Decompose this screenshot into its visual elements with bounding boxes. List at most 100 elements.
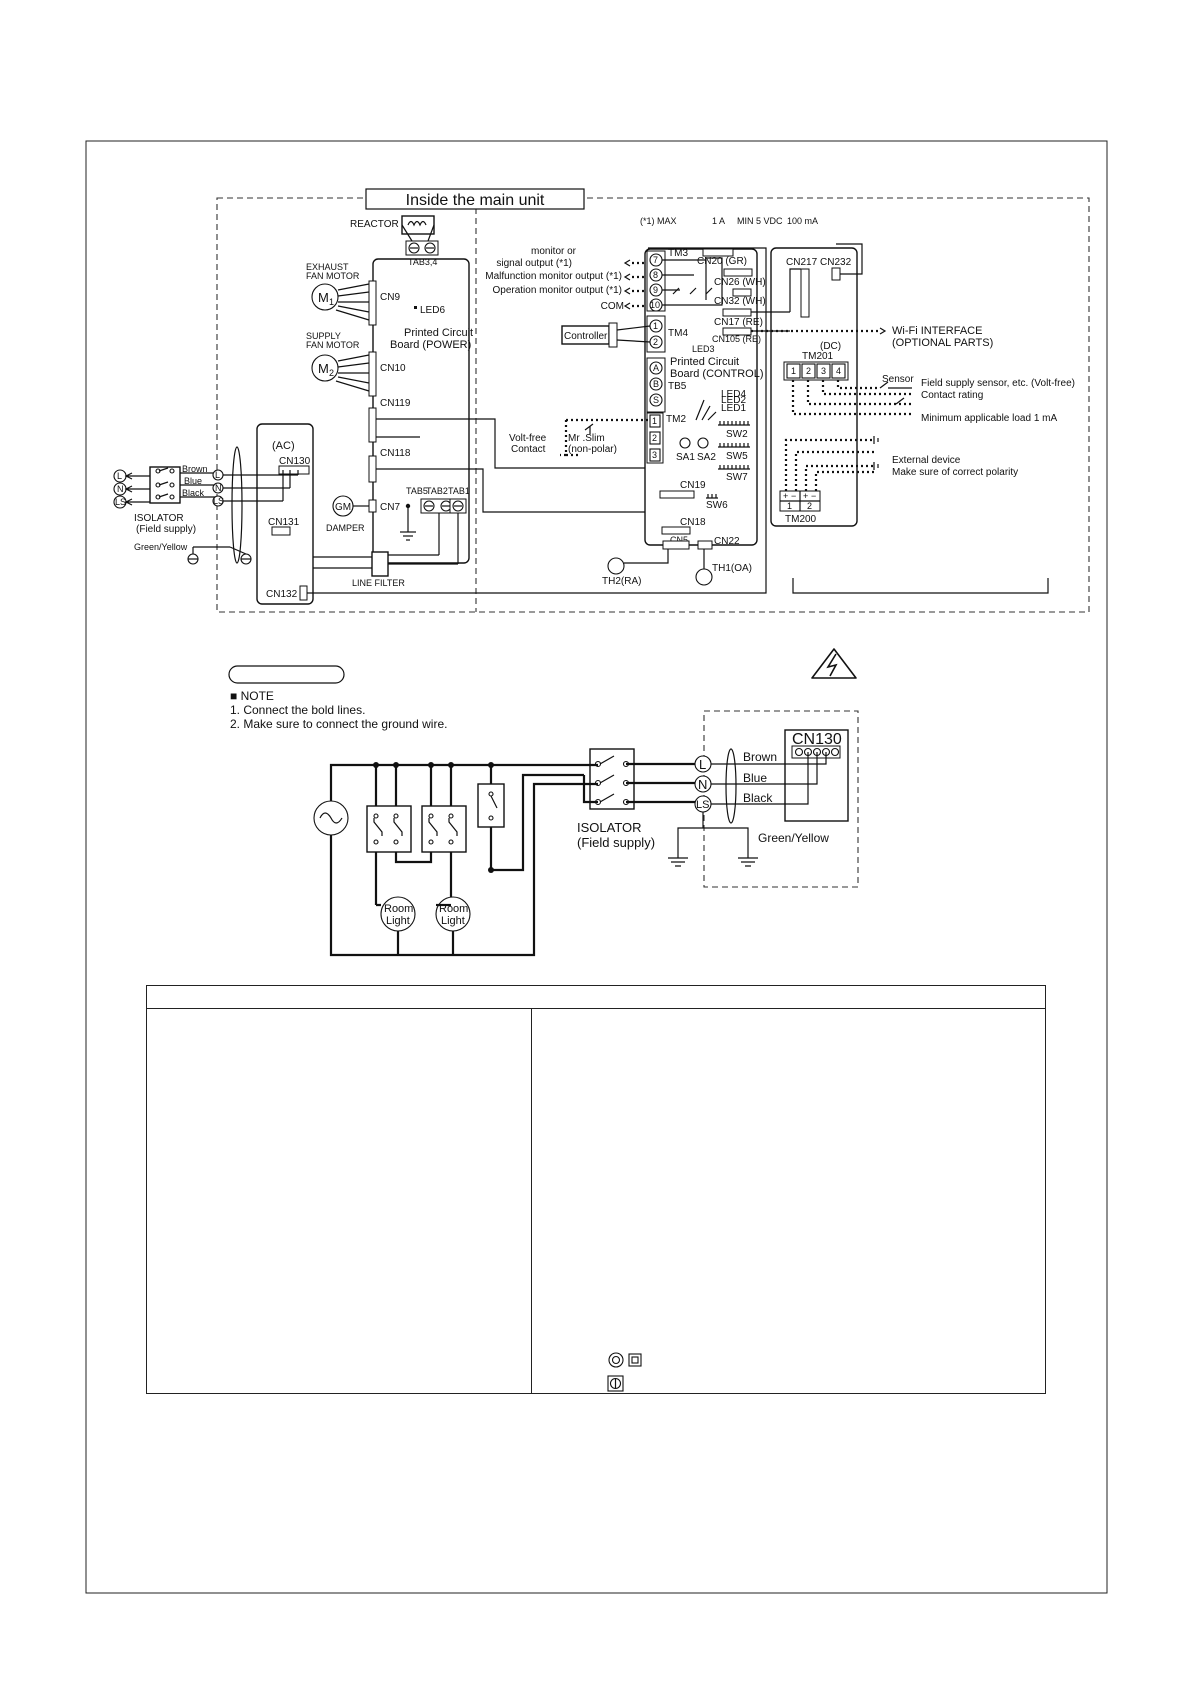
pcb-control: (*1) MAX 1 A MIN 5 VDC 100 mA monitor or… — [485, 216, 818, 587]
note-heading: ■ NOTE — [230, 689, 274, 703]
com-label: COM — [601, 301, 624, 312]
controller-label: Controller — [564, 331, 608, 342]
reactor: REACTOR — [350, 215, 435, 242]
tb5-term-b: B — [653, 379, 659, 389]
led2-label: LED2 — [721, 395, 746, 406]
external-device-label: External device — [892, 455, 961, 466]
lower-term-l: L — [699, 757, 706, 772]
tm3-term-9: 9 — [653, 285, 658, 295]
tm200-label: TM200 — [785, 514, 817, 525]
external-io-board: CN217 CN232 (DC) Wi-Fi INTERFACE (OPTION… — [751, 243, 1075, 527]
top-isolator-label-2: (Field supply) — [136, 524, 196, 535]
signal-output-label: signal output (*1) — [496, 258, 572, 269]
malfunction-output-label: Malfunction monitor output (*1) — [485, 271, 622, 282]
tm200-plus-2: + — [803, 491, 808, 501]
cn19-label: CN19 — [680, 480, 706, 491]
cn7-label: CN7 — [380, 502, 400, 513]
tab1-label: TAB1 — [448, 486, 470, 496]
top-term-ls: LS — [115, 497, 126, 507]
cn32-label: CN32 (WH) — [714, 296, 766, 307]
top-term-ls-inner: LS — [213, 496, 224, 506]
sw6-label: SW6 — [706, 500, 728, 511]
cn119-label: CN119 — [380, 398, 411, 409]
lower-brown: Brown — [743, 750, 777, 764]
legend-table-right-column — [532, 1008, 1045, 1393]
gm-label: GM — [335, 502, 351, 513]
exhaust-motor-label-1: EXHAUST — [306, 262, 349, 272]
exhaust-fan-motor: EXHAUST FAN MOTOR M 1 CN9 — [306, 262, 400, 326]
tab34-label: TAB3,4 — [408, 257, 437, 267]
tm3-label: TM3 — [668, 248, 688, 259]
note-item-1: 1. Connect the bold lines. — [230, 703, 365, 717]
led3-label: LED3 — [692, 344, 715, 354]
tm3-term-7: 7 — [653, 255, 658, 265]
tm200-term-1: 1 — [787, 501, 792, 511]
m1-subscript: 1 — [329, 297, 334, 307]
sw2-label: SW2 — [726, 429, 748, 440]
tm2-term-3: 3 — [652, 450, 657, 460]
field-wiring-diagram: CN130 Room Light Room Light — [313, 710, 859, 957]
cn118-label: CN118 — [380, 448, 411, 459]
tab2-label: TAB2 — [426, 486, 448, 496]
lower-cn130-label: CN130 — [792, 731, 842, 748]
main-unit-title: Inside the main unit — [406, 192, 545, 209]
pcb-control-label-1: Printed Circuit — [670, 356, 739, 368]
cn132-label: CN132 — [266, 589, 298, 600]
pcb-power-label-2: Board (POWER) — [390, 339, 471, 351]
tm4-term-1: 1 — [653, 321, 658, 331]
mr-slim-label-1: Mr .Slim — [568, 433, 605, 444]
exhaust-motor-label-2: FAN MOTOR — [306, 271, 360, 281]
ac-label: (AC) — [272, 440, 295, 452]
monitor-or-label: monitor or — [531, 246, 577, 257]
pcb-power-label-1: Printed Circuit — [404, 327, 473, 339]
tm2-term-2: 2 — [652, 433, 657, 443]
cn9-label: CN9 — [380, 292, 400, 303]
top-term-n: N — [117, 484, 124, 494]
volt-free-label-1: Volt-free — [509, 433, 547, 444]
tm200-plus-1: + — [783, 491, 788, 501]
cn10-label: CN10 — [380, 363, 406, 374]
iso-brown: Brown — [182, 464, 208, 474]
tm201-label: TM201 — [802, 351, 834, 362]
main-unit-enclosure: Inside the main unit — [216, 188, 1090, 613]
m2-symbol: M — [318, 361, 329, 376]
ac-cn130-label: CN130 — [279, 456, 311, 467]
led1-label: LED1 — [721, 403, 746, 414]
m2-subscript: 2 — [329, 368, 334, 378]
tb5-label: TB5 — [668, 381, 687, 392]
cn17-label: CN17 (RE) — [714, 317, 763, 328]
supply-motor-label-2: FAN MOTOR — [306, 340, 360, 350]
lower-term-ls: LS — [696, 799, 709, 811]
sa1-label: SA1 — [676, 452, 695, 463]
led4-label: LED4 — [721, 389, 746, 400]
damper-label: DAMPER — [326, 523, 365, 533]
power-board-connectors: CN119 CN118 CN7 GM DAMPER TAB5 TAB2 TAB1 — [326, 398, 470, 541]
cn18-label: CN18 — [680, 517, 706, 528]
cn22-label: CN22 — [714, 536, 740, 547]
room-light-2-line2: Light — [441, 915, 465, 927]
tm200-minus-2: − — [811, 491, 816, 501]
supply-fan-motor: SUPPLY FAN MOTOR M 2 CN10 — [306, 331, 406, 397]
tm201-term-1: 1 — [791, 366, 796, 376]
top-term-l-inner: L — [215, 470, 220, 480]
room-light-1-line1: Room — [384, 903, 413, 915]
legend-table — [146, 985, 1046, 1394]
tm2-label: TM2 — [666, 414, 686, 425]
max-note: (*1) MAX — [640, 216, 677, 226]
led6-label: LED6 — [420, 305, 445, 316]
tab5-label: TAB5 — [406, 486, 428, 496]
lower-isolator-label-1: ISOLATOR — [577, 820, 642, 835]
top-green-yellow: Green/Yellow — [134, 542, 188, 552]
tm2-term-1: 1 — [652, 416, 657, 426]
cn217-label: CN217 — [786, 257, 818, 268]
contact-rating-label: Contact rating — [921, 390, 983, 401]
tm3-term-10: 10 — [650, 300, 660, 310]
tm201-term-4: 4 — [836, 366, 841, 376]
sa2-label: SA2 — [697, 452, 716, 463]
min-load-label: Minimum applicable load 1 mA — [921, 413, 1058, 424]
lower-green-yellow: Green/Yellow — [758, 831, 829, 845]
cn105-label: CN105 (RE) — [712, 334, 761, 344]
note-pill — [228, 665, 345, 684]
wifi-label-1: Wi-Fi INTERFACE — [892, 325, 982, 337]
